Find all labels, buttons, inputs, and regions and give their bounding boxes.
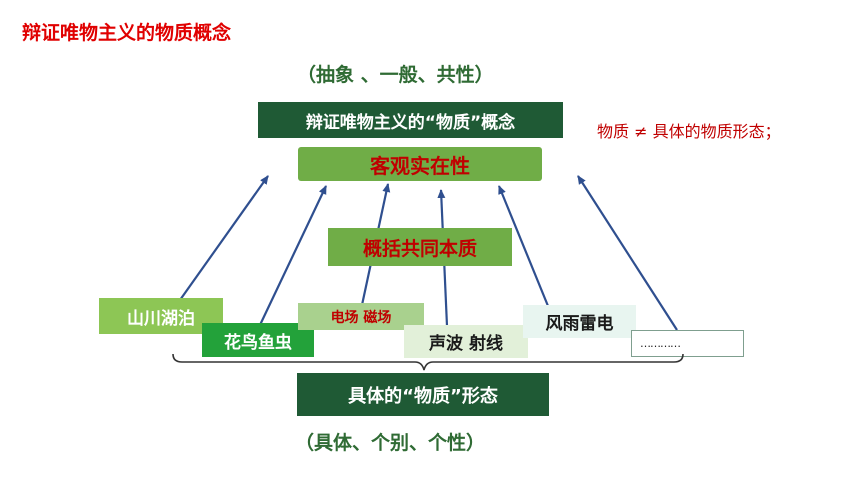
form-waves-label: 声波 射线 [429, 334, 503, 354]
form-fields-box: 电场 磁场 [298, 303, 424, 330]
arrow-etc [577, 175, 678, 331]
form-weather-box: 风雨雷电 [523, 305, 636, 338]
form-etc-box: ………… [631, 330, 744, 357]
forms-header-box: 具体的“物质”形态 [297, 373, 549, 416]
inequality-note: 物质 ≠ 具体的物质形态； [597, 122, 781, 141]
common-essence-box: 概括共同本质 [328, 228, 512, 266]
form-waves-box: 声波 射线 [404, 325, 528, 358]
objective-reality-label: 客观实在性 [370, 153, 470, 178]
form-fields-label: 电场 磁场 [330, 309, 392, 326]
concrete-subtitle: （具体、个别、个性） [295, 432, 486, 454]
arrow-weather [497, 185, 550, 307]
concept-header-label: 辩证唯物主义的“物质”概念 [305, 112, 516, 133]
form-flowers-label: 花鸟鱼虫 [224, 332, 292, 353]
form-mountains-label: 山川湖泊 [127, 308, 195, 329]
forms-header-label: 具体的“物质”形态 [348, 385, 498, 407]
concept-header-box: 辩证唯物主义的“物质”概念 [258, 102, 563, 138]
form-etc-label: ………… [640, 337, 681, 350]
grouping-brace [172, 353, 684, 371]
page-title: 辩证唯物主义的物质概念 [22, 22, 232, 44]
form-weather-label: 风雨雷电 [545, 314, 614, 334]
form-flowers-box: 花鸟鱼虫 [202, 323, 314, 357]
common-essence-label: 概括共同本质 [362, 237, 477, 260]
objective-reality-box: 客观实在性 [298, 147, 542, 181]
arrow-mountains [179, 175, 269, 301]
abstract-subtitle: （抽象 、一般、共性） [297, 64, 494, 86]
arrow-flowers [259, 185, 327, 326]
